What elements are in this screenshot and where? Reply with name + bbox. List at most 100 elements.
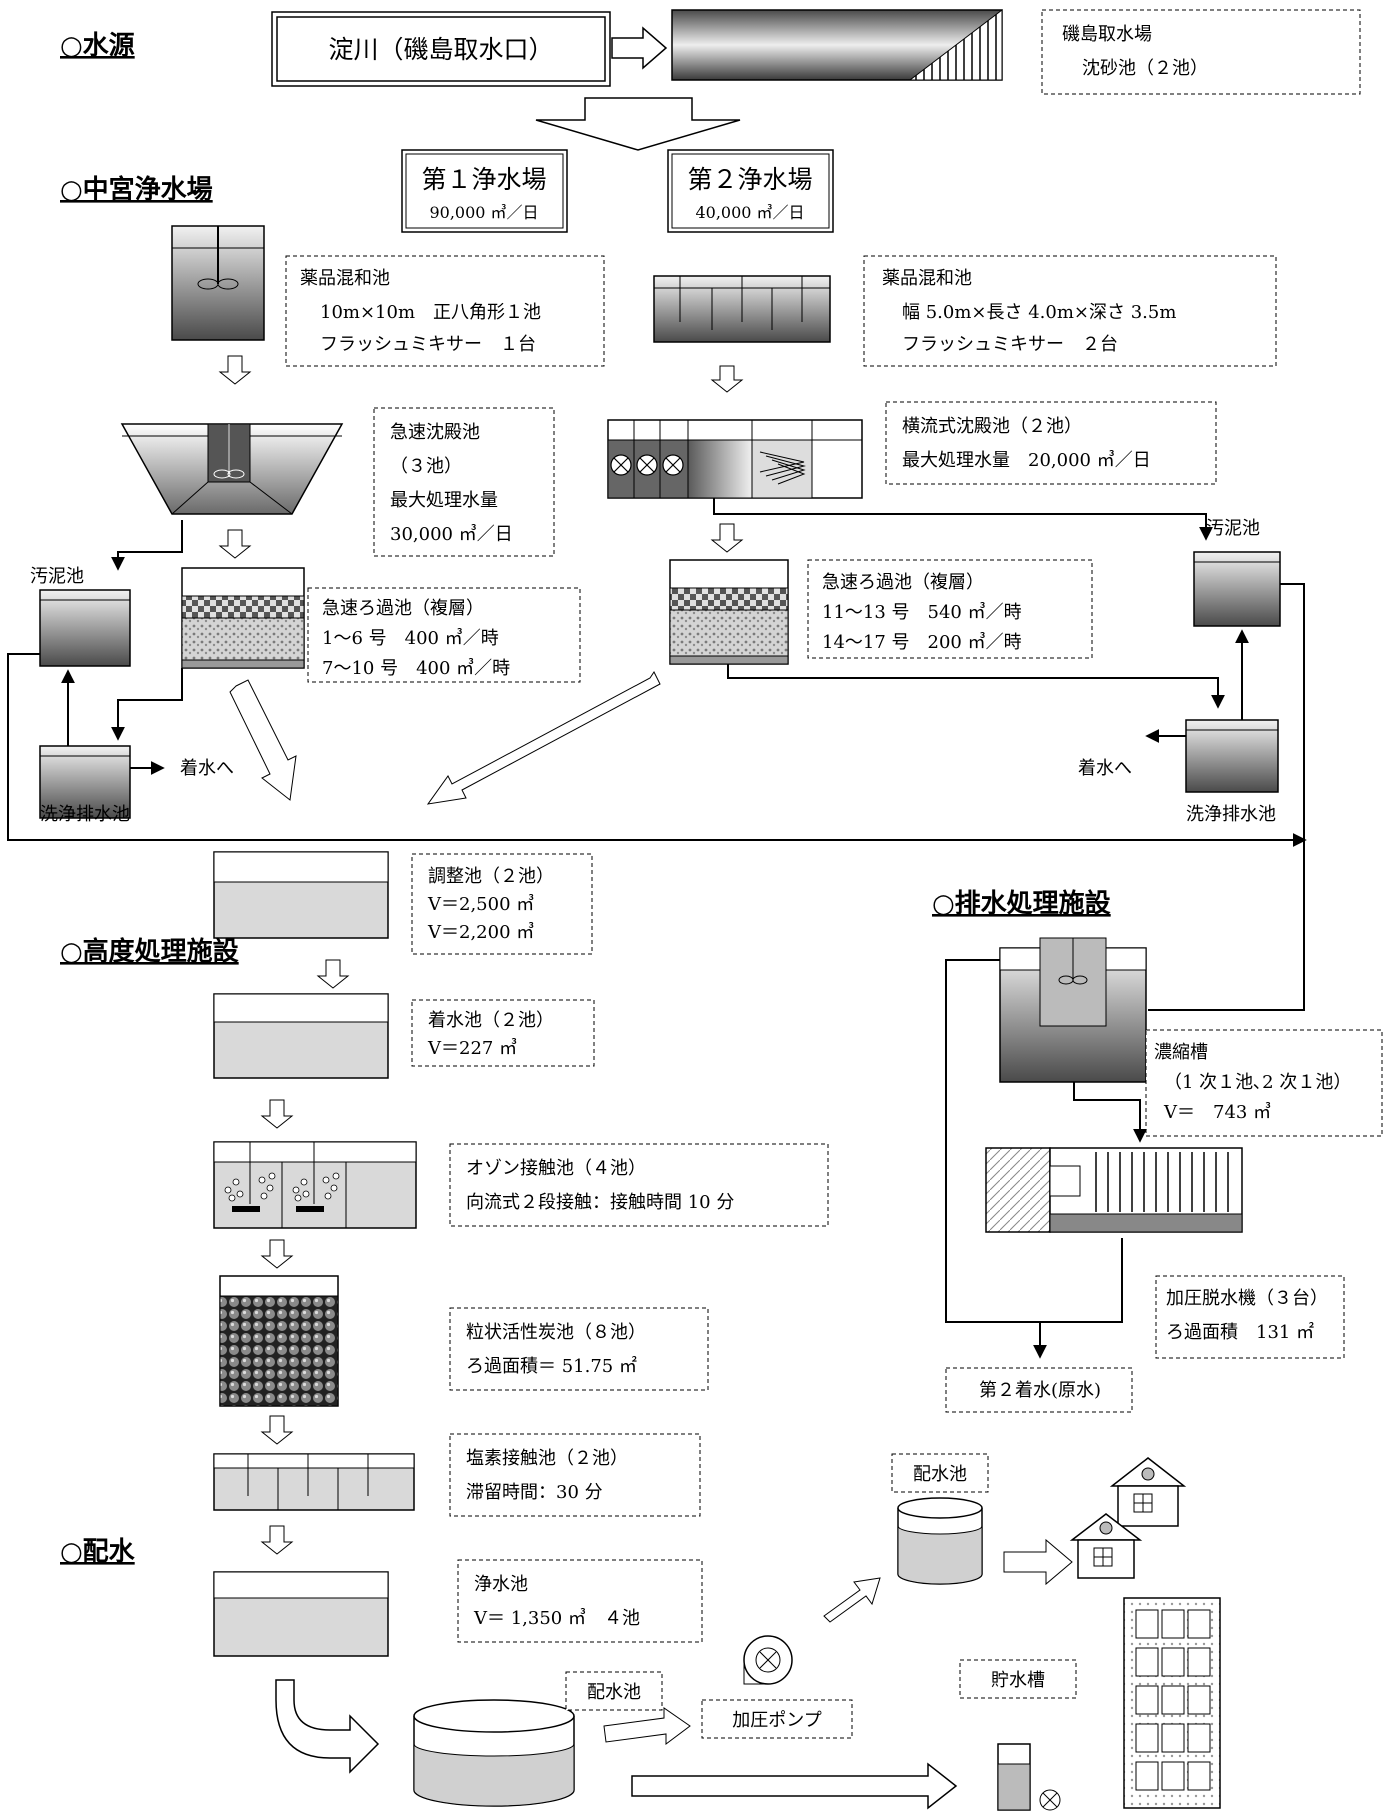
house-icon xyxy=(1069,1513,1143,1579)
svg-text:向流式２段接触：接触時間 10 分: 向流式２段接触：接触時間 10 分 xyxy=(466,1192,734,1213)
heading-water-source: ○水源 xyxy=(60,31,135,61)
svg-text:11～13 号 540 ㎥／時: 11～13 号 540 ㎥／時 xyxy=(822,602,1022,623)
flow-line xyxy=(945,959,1123,1323)
thickener-note: 濃縮槽 （1 次１池､2 次１池） V＝ 743 ㎥ xyxy=(1145,1029,1383,1137)
svg-text:40,000 ㎥／日: 40,000 ㎥／日 xyxy=(695,203,804,222)
elevated-reservoir-icon xyxy=(897,1497,983,1585)
svg-text:90,000 ㎥／日: 90,000 ㎥／日 xyxy=(429,203,538,222)
p2-wash-tank-icon xyxy=(1185,719,1279,793)
heading-distribution: ○配水 xyxy=(60,1537,136,1567)
svg-text:急速ろ過池（複層）: 急速ろ過池（複層） xyxy=(822,572,984,593)
house-icon xyxy=(1109,1457,1187,1527)
filter-press-icon xyxy=(985,1147,1243,1233)
second-receiving-note: 第２着水(原水) xyxy=(945,1367,1133,1413)
flow-line xyxy=(727,664,1225,709)
storage-tank-icon xyxy=(997,1743,1061,1811)
svg-text:加圧脱水機（３台）: 加圧脱水機（３台） xyxy=(1166,1288,1328,1309)
ozone-note: オゾン接触池（４池） 向流式２段接触：接触時間 10 分 xyxy=(449,1143,829,1227)
river-intake-label: 淀川（磯島取水口） xyxy=(328,35,553,64)
down-arrow-icon xyxy=(260,1239,294,1269)
svg-text:第１浄水場: 第１浄水場 xyxy=(421,165,546,194)
p2-mixing-note: 薬品混和池 幅 5.0m×長さ 4.0m×深さ 3.5m フラッシュミキサー ２… xyxy=(863,255,1277,367)
down-arrow-icon xyxy=(710,523,744,553)
p1-sludge-tank-icon xyxy=(39,589,131,667)
svg-text:（３池）: （３池） xyxy=(390,456,462,477)
svg-text:オゾン接触池（４池）: オゾン接触池（４池） xyxy=(466,1158,646,1179)
down-arrow-icon xyxy=(260,1415,294,1445)
down-arrow-icon xyxy=(710,365,744,393)
svg-text:調整池（２池）: 調整池（２池） xyxy=(428,866,554,887)
svg-text:濃縮槽: 濃縮槽 xyxy=(1154,1042,1208,1063)
arrow-to-storage-tank-icon xyxy=(631,1762,958,1810)
svg-text:V＝2,200 ㎥: V＝2,200 ㎥ xyxy=(427,922,534,943)
svg-text:配水池: 配水池 xyxy=(913,1464,967,1485)
plant2-title-box: 第２浄水場 40,000 ㎥／日 xyxy=(667,149,834,233)
split-arrow-icon xyxy=(535,97,741,151)
p1-sedimentation-cone-icon xyxy=(120,423,344,515)
svg-text:V＝ 1,350 ㎥ ４池: V＝ 1,350 ㎥ ４池 xyxy=(473,1608,640,1629)
p1-filter-icon xyxy=(181,567,305,669)
p2-to-receiving-label: 着水へ xyxy=(1078,758,1132,779)
thickener-tank-icon xyxy=(999,937,1147,1083)
arrow-to-elevated-reservoir-icon xyxy=(823,1577,881,1623)
p1-sludge-label: 汚泥池 xyxy=(30,566,84,587)
svg-text:ろ過面積 131 ㎡: ろ過面積 131 ㎡ xyxy=(1166,1321,1314,1343)
svg-text:最大処理水量: 最大処理水量 xyxy=(390,490,498,511)
svg-text:第２浄水場: 第２浄水場 xyxy=(687,165,812,194)
grit-chamber-icon xyxy=(671,8,1003,81)
svg-text:14～17 号 200 ㎥／時: 14～17 号 200 ㎥／時 xyxy=(822,632,1022,653)
p1-filter-note: 急速ろ過池（複層） 1～6 号 400 ㎥／時 7～10 号 400 ㎥／時 xyxy=(307,587,581,683)
p2-filter-note: 急速ろ過池（複層） 11～13 号 540 ㎥／時 14～17 号 200 ㎥／… xyxy=(807,559,1093,659)
elevated-reservoir-label: 配水池 xyxy=(891,1453,989,1493)
svg-text:第２着水(原水): 第２着水(原水) xyxy=(979,1380,1101,1401)
svg-text:急速ろ過池（複層）: 急速ろ過池（複層） xyxy=(322,598,484,619)
svg-text:着水池（２池）: 着水池（２池） xyxy=(428,1010,554,1031)
ozone-contact-tank-icon xyxy=(213,1141,417,1229)
distribution-reservoir-label: 配水池 xyxy=(565,1671,663,1711)
flow-line xyxy=(1148,838,1305,1011)
svg-text:幅 5.0m×長さ 4.0m×深さ 3.5m: 幅 5.0m×長さ 4.0m×深さ 3.5m xyxy=(902,302,1176,323)
adjustment-note: 調整池（２池） V＝2,500 ㎥ V＝2,200 ㎥ xyxy=(411,853,593,955)
down-arrow-icon xyxy=(316,959,350,989)
booster-pump-label: 加圧ポンプ xyxy=(701,1699,853,1739)
svg-text:薬品混和池: 薬品混和池 xyxy=(882,268,972,289)
svg-text:沈砂池（２池）: 沈砂池（２池） xyxy=(1082,58,1208,79)
chlorine-note: 塩素接触池（２池） 滞留時間：30 分 xyxy=(449,1433,701,1517)
apartment-building-icon xyxy=(1123,1597,1221,1809)
svg-text:7～10 号 400 ㎥／時: 7～10 号 400 ㎥／時 xyxy=(322,658,510,679)
down-arrow-icon xyxy=(260,1525,294,1555)
flow-line xyxy=(111,520,183,571)
svg-text:横流式沈殿池（２池）: 横流式沈殿池（２池） xyxy=(902,416,1082,437)
arrow-to-adjustment-icon xyxy=(229,679,297,801)
flow-line xyxy=(1280,583,1305,1010)
plant1-title-box: 第１浄水場 90,000 ㎥／日 xyxy=(401,149,568,233)
down-arrow-icon xyxy=(218,355,252,385)
svg-text:配水池: 配水池 xyxy=(587,1682,641,1703)
p2-sedimentation-icon xyxy=(607,419,863,499)
arrow-to-adjustment-icon xyxy=(426,671,661,805)
booster-pump-icon[interactable] xyxy=(743,1635,793,1685)
svg-text:フラッシュミキサー １台: フラッシュミキサー １台 xyxy=(320,334,536,355)
svg-text:粒状活性炭池（８池）: 粒状活性炭池（８池） xyxy=(466,1322,646,1343)
arrow-to-houses-icon xyxy=(1003,1538,1073,1586)
p2-sludge-tank-icon xyxy=(1193,551,1281,627)
p1-wash-label: 洗浄排水池 xyxy=(40,804,130,825)
flow-line xyxy=(713,498,1213,541)
p1-sedimentation-note: 急速沈殿池 （３池） 最大処理水量 30,000 ㎥／日 xyxy=(373,407,555,557)
arrow-to-intake-icon xyxy=(611,26,668,70)
svg-text:30,000 ㎥／日: 30,000 ㎥／日 xyxy=(390,524,513,545)
svg-text:（1 次１池､2 次１池）: （1 次１池､2 次１池） xyxy=(1164,1072,1351,1093)
svg-text:貯水槽: 貯水槽 xyxy=(991,1670,1045,1691)
svg-text:薬品混和池: 薬品混和池 xyxy=(300,268,390,289)
clear-water-note: 浄水池 V＝ 1,350 ㎥ ４池 xyxy=(457,1559,703,1643)
gac-note: 粒状活性炭池（８池） ろ過面積＝ 51.75 ㎡ xyxy=(449,1307,709,1391)
p1-wash-tank-icon xyxy=(39,745,131,819)
svg-text:ろ過面積＝ 51.75 ㎡: ろ過面積＝ 51.75 ㎡ xyxy=(466,1355,637,1377)
p1-mixing-tank-icon xyxy=(171,225,265,341)
svg-text:滞留時間：30 分: 滞留時間：30 分 xyxy=(466,1482,603,1503)
p1-to-receiving-label: 着水へ xyxy=(180,758,234,779)
svg-text:1～6 号 400 ㎥／時: 1～6 号 400 ㎥／時 xyxy=(322,628,499,649)
svg-text:V＝ 743 ㎥: V＝ 743 ㎥ xyxy=(1163,1102,1271,1123)
svg-text:加圧ポンプ: 加圧ポンプ xyxy=(732,1710,821,1731)
svg-text:塩素接触池（２池）: 塩素接触池（２池） xyxy=(466,1448,628,1469)
